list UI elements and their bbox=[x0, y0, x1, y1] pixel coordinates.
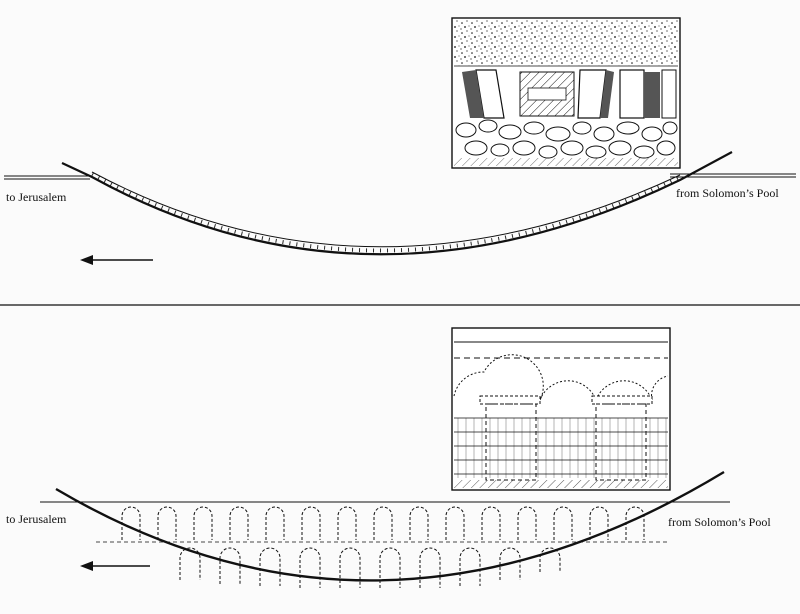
top-inset-cross-section bbox=[451, 17, 681, 169]
top-right-label: from Solomon’s Pool bbox=[676, 186, 779, 200]
top-siphon-pipeline bbox=[4, 151, 796, 256]
top-left-label: to Jerusalem bbox=[6, 190, 67, 204]
bottom-arched-aqueduct bbox=[40, 470, 730, 588]
top-flow-arrow bbox=[80, 255, 153, 265]
bottom-flow-arrow bbox=[80, 561, 150, 571]
bottom-left-label: to Jerusalem bbox=[6, 512, 67, 526]
bottom-inset-arcade-elevation bbox=[451, 327, 671, 491]
bottom-right-label: from Solomon’s Pool bbox=[668, 515, 771, 529]
